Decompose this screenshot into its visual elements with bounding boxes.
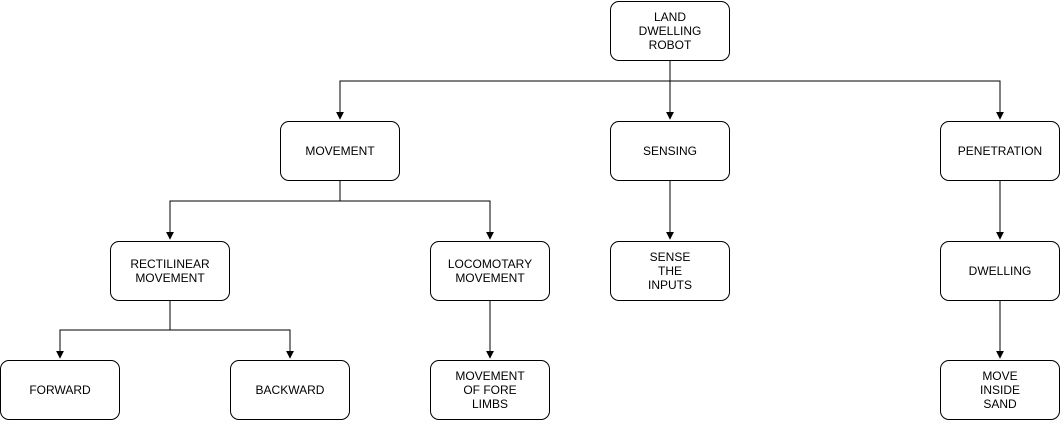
node-movement-of-fore-limbs: MOVEMENT OF FORE LIMBS: [430, 360, 550, 420]
edge-rectilinear-to-forward: [56, 301, 171, 359]
node-penetration: PENETRATION: [940, 121, 1060, 181]
node-movement: MOVEMENT: [280, 121, 400, 181]
node-rectilinear-movement: RECTILINEAR MOVEMENT: [110, 241, 230, 301]
node-label: MOVEMENT: [305, 144, 375, 158]
node-backward: BACKWARD: [230, 360, 350, 420]
node-land-dwelling-robot: LAND DWELLING ROBOT: [610, 1, 730, 61]
edge-movement-to-locomotary: [340, 200, 494, 240]
node-label: SENSING: [642, 144, 697, 158]
edge-rectilinear-to-backward: [170, 329, 294, 359]
node-sense-the-inputs: SENSE THE INPUTS: [610, 241, 730, 301]
edge-movement-to-rectilinear: [166, 181, 341, 240]
node-label: DWELLING: [968, 264, 1032, 278]
node-dwelling: DWELLING: [940, 241, 1060, 301]
node-label: PENETRATION: [957, 144, 1043, 158]
node-label: LOCOMOTARY MOVEMENT: [447, 257, 533, 285]
node-move-inside-sand: MOVE INSIDE SAND: [940, 360, 1060, 420]
node-label: MOVE INSIDE SAND: [979, 369, 1020, 411]
node-label: FORWARD: [29, 383, 91, 397]
node-label: LAND DWELLING ROBOT: [638, 10, 702, 52]
edge-root-to-movement: [336, 61, 671, 120]
node-forward: FORWARD: [0, 360, 120, 420]
node-label: MOVEMENT OF FORE LIMBS: [455, 369, 525, 411]
edge-root-to-penetration: [670, 80, 1004, 120]
node-label: BACKWARD: [255, 383, 325, 397]
node-label: SENSE THE INPUTS: [647, 250, 692, 292]
node-locomotary-movement: LOCOMOTARY MOVEMENT: [430, 241, 550, 301]
node-label: RECTILINEAR MOVEMENT: [130, 257, 210, 285]
node-sensing: SENSING: [610, 121, 730, 181]
